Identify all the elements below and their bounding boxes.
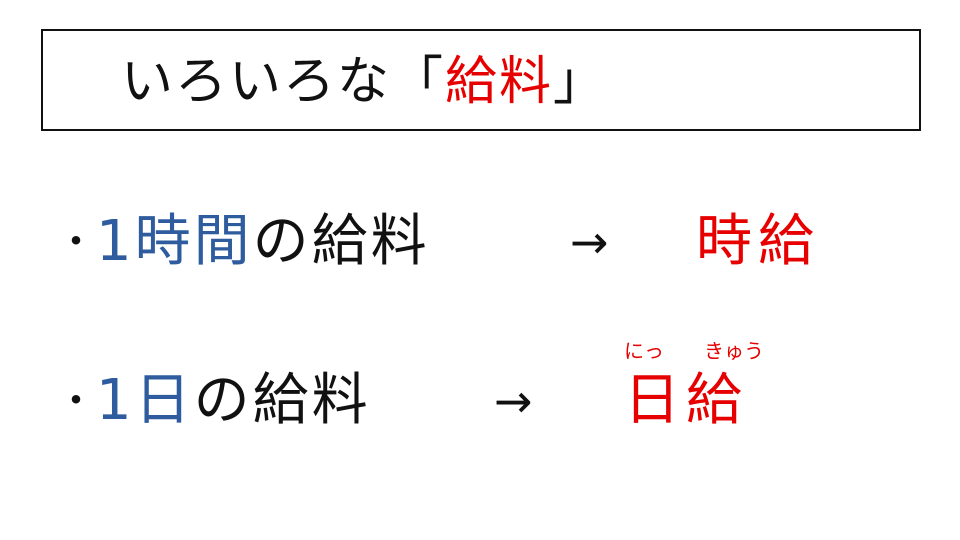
right-arrow-icon: →	[494, 374, 536, 428]
title-suffix: 」	[553, 52, 608, 112]
bullet: ・	[56, 378, 99, 424]
right-arrow-icon: →	[570, 215, 612, 269]
term-black-part: の給料	[193, 368, 371, 433]
term-black-part: の給料	[252, 209, 430, 274]
page-title: いろいろな「給料」	[121, 49, 607, 115]
result-term: 時給	[696, 209, 820, 274]
definition-line-hourly: ・1時間の給料 → 時給	[56, 207, 814, 277]
term-blue-part: 1日	[96, 368, 194, 433]
ruby-reading-1: にっ	[624, 339, 664, 363]
term-blue-part: 1時間	[96, 209, 253, 274]
title-box: いろいろな「給料」	[41, 29, 921, 131]
title-highlight: 給料	[445, 52, 554, 112]
title-prefix: いろいろな「	[121, 52, 446, 112]
ruby-reading-2: きゅう	[704, 339, 764, 363]
result-term: 日給	[624, 368, 748, 433]
bullet: ・	[56, 219, 99, 265]
definition-line-daily: ・1日の給料 → 日給	[56, 366, 742, 436]
